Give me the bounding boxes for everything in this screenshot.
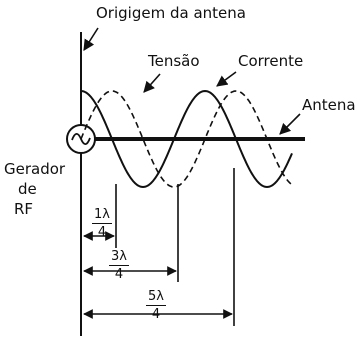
- current-label: Corrente: [238, 52, 304, 70]
- three-quarter-wave-numerator: 3λ: [109, 249, 129, 266]
- three-quarter-wave-fraction: 3λ 4: [104, 250, 134, 281]
- origin-pointer-arrow: [83, 27, 99, 51]
- five-quarter-wave-numerator: 5λ: [146, 289, 166, 306]
- generator-label-line-2: de: [18, 180, 37, 198]
- five-quarter-wave-fraction: 5λ 4: [141, 290, 171, 321]
- five-quarter-wave-denominator: 4: [151, 307, 161, 322]
- quarter-wave-fraction: 1λ 4: [87, 208, 117, 239]
- generator-label-line-3: RF: [14, 200, 34, 218]
- voltage-pointer-arrow: [143, 73, 161, 93]
- antenna-pointer-arrow: [279, 113, 301, 135]
- quarter-wave-numerator: 1λ: [92, 207, 112, 224]
- generator-label-line-1: Gerador: [4, 160, 66, 178]
- current-pointer-arrow: [216, 71, 237, 87]
- current-wave: [80, 89, 293, 189]
- antenna-origin-label: Origigem da antena: [96, 4, 246, 22]
- antenna-label: Antena: [302, 96, 356, 114]
- three-quarter-wave-denominator: 4: [114, 267, 124, 282]
- voltage-label: Tensão: [148, 52, 200, 70]
- voltage-wave: [80, 90, 293, 188]
- quarter-wave-denominator: 4: [97, 225, 107, 240]
